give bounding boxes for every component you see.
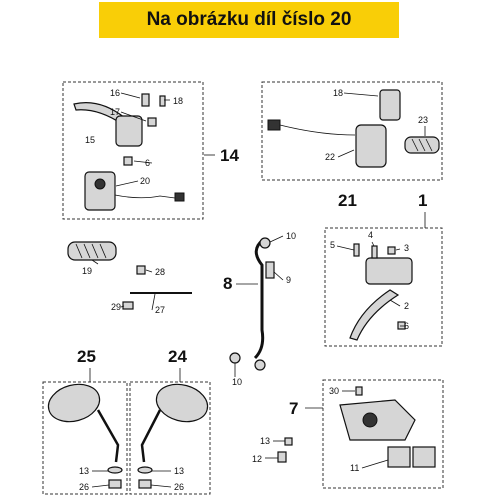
group-box-1 — [324, 227, 443, 347]
mirror-glass-24 — [155, 383, 209, 423]
switch-wire — [114, 194, 176, 199]
group-box-24 — [129, 381, 211, 495]
label-23: 23 — [418, 115, 428, 125]
label-20: 20 — [140, 176, 150, 186]
left-lever-assembly — [73, 93, 185, 211]
label-24: 24 — [168, 347, 187, 366]
mirror-24 — [137, 383, 209, 489]
mirror-glass-25 — [47, 383, 101, 423]
label-6b: 6 — [404, 321, 409, 331]
label-4: 4 — [368, 230, 373, 240]
screw-28 — [136, 265, 146, 275]
brake-hose-8 — [229, 237, 275, 371]
label-22: 22 — [325, 152, 335, 162]
label-5: 5 — [330, 240, 335, 250]
group-box-14 — [62, 81, 204, 220]
title-text: Na obrázku díl číslo 20 — [146, 9, 352, 30]
label-3: 3 — [404, 243, 409, 253]
pad-11a — [387, 446, 411, 468]
label-13b: 13 — [174, 466, 184, 476]
washer-10b — [229, 352, 241, 364]
label-7: 7 — [289, 399, 298, 418]
group-box-21 — [261, 81, 443, 181]
switch-22 — [355, 124, 387, 168]
group-box-25 — [42, 381, 128, 495]
switch-button — [94, 178, 106, 190]
switch-housing — [115, 115, 143, 147]
washer-10a — [259, 237, 271, 249]
nut-26b — [138, 479, 152, 489]
label-2: 2 — [404, 301, 409, 311]
cap-3 — [387, 246, 396, 255]
label-29: 29 — [111, 302, 121, 312]
cable-27 — [122, 265, 192, 310]
label-21: 21 — [338, 191, 357, 210]
label-26b: 26 — [174, 482, 184, 492]
label-15: 15 — [85, 135, 95, 145]
label-18b: 18 — [333, 88, 343, 98]
caliper-assembly — [277, 386, 436, 468]
label-27: 27 — [155, 305, 165, 315]
caliper-piston — [362, 412, 378, 428]
master-cylinder-assembly — [349, 243, 413, 341]
label-13c: 13 — [260, 436, 270, 446]
label-18a: 18 — [173, 96, 183, 106]
bolt-12 — [277, 451, 287, 463]
leader-lines — [89, 92, 426, 488]
bolt-9 — [265, 261, 275, 279]
screw-16 — [141, 93, 150, 107]
washer-10c — [254, 359, 266, 371]
label-9: 9 — [286, 275, 291, 285]
washer-13b — [137, 466, 153, 474]
connector — [174, 192, 185, 202]
label-6a: 6 — [145, 158, 150, 168]
group-box-7 — [322, 379, 444, 489]
label-17: 17 — [110, 107, 120, 117]
label-19: 19 — [82, 266, 92, 276]
label-12: 12 — [252, 454, 262, 464]
pad-11b — [412, 446, 436, 468]
label-16: 16 — [110, 88, 120, 98]
bolt-29 — [122, 301, 134, 310]
bleed-30 — [355, 386, 363, 396]
label-10a: 10 — [286, 231, 296, 241]
label-25: 25 — [77, 347, 96, 366]
right-switch-assembly — [267, 89, 440, 168]
title-banner: Na obrázku díl číslo 20 — [99, 2, 399, 38]
switch-20 — [84, 171, 116, 211]
label-14: 14 — [220, 146, 239, 165]
label-13a: 13 — [79, 466, 89, 476]
label-28: 28 — [155, 267, 165, 277]
nut-6 — [123, 156, 133, 166]
label-26a: 26 — [79, 482, 89, 492]
connector-21 — [267, 119, 281, 131]
label-11: 11 — [350, 463, 359, 473]
grip-19 — [67, 241, 117, 261]
wire-21 — [279, 124, 356, 136]
washer-13c — [284, 437, 293, 446]
lever-2 — [349, 289, 400, 341]
screw-5 — [353, 243, 360, 257]
pin-4 — [371, 245, 378, 259]
label-8: 8 — [223, 274, 232, 293]
nut-6b — [397, 321, 406, 330]
nut-26a — [108, 479, 122, 489]
pin-18 — [159, 95, 166, 107]
label-10b: 10 — [232, 377, 242, 387]
screw-17 — [147, 117, 157, 127]
label-1: 1 — [418, 191, 427, 210]
master-cylinder — [365, 257, 413, 285]
switch-top — [379, 89, 401, 121]
label-30: 30 — [329, 386, 339, 396]
washer-13a — [107, 466, 123, 474]
mirror-25 — [47, 383, 123, 489]
